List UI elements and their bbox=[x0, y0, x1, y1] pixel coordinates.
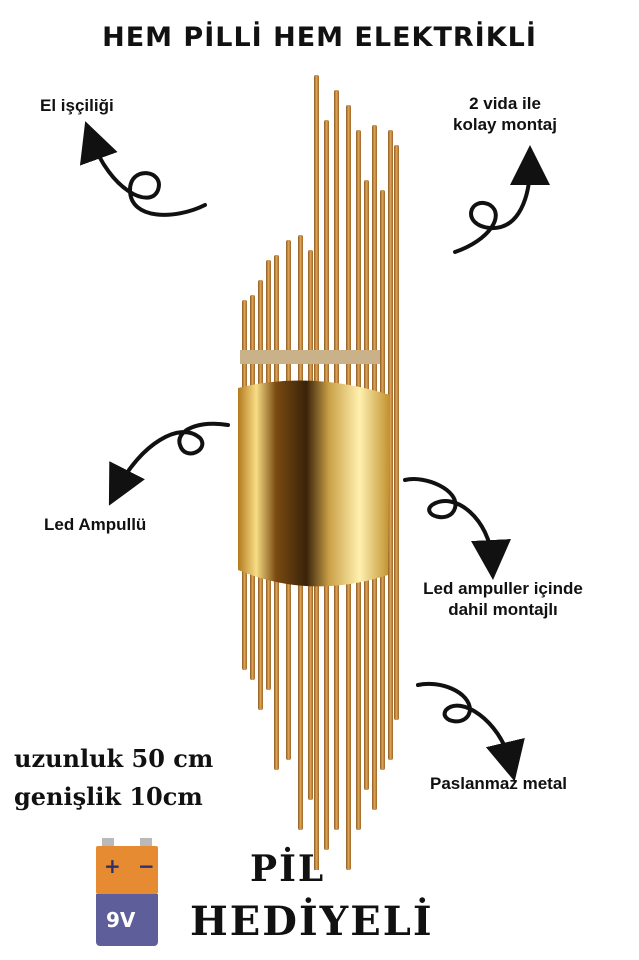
arrow-mounting-icon bbox=[453, 145, 550, 254]
battery-top bbox=[96, 846, 158, 894]
lamp-backplate bbox=[240, 350, 380, 364]
promo-line1: PİL bbox=[250, 848, 326, 890]
arrow-led-bulb-icon bbox=[108, 421, 230, 506]
battery-9v-icon: + − 9V bbox=[96, 838, 158, 946]
arrow-handmade-icon bbox=[79, 121, 207, 217]
dimensions: uzunluk 50 cm genişlik 10cm bbox=[14, 740, 213, 816]
lamp-rod bbox=[394, 145, 399, 720]
headline: HEM PİLLİ HEM ELEKTRİKLİ bbox=[102, 22, 537, 53]
battery-terminal-minus bbox=[140, 838, 152, 847]
lamp-rod bbox=[388, 130, 393, 760]
label-mounting-line2: kolay montaj bbox=[453, 115, 557, 134]
battery-terminal-plus bbox=[102, 838, 114, 847]
battery-plus-sign: + bbox=[104, 854, 121, 878]
promo-line2: HEDİYELİ bbox=[190, 898, 434, 945]
dimension-length: uzunluk 50 cm bbox=[14, 744, 214, 773]
label-mounting-line1: 2 vida ile bbox=[469, 94, 541, 113]
label-led-included: Led ampuller içinde dahil montajlı bbox=[396, 578, 610, 620]
lamp-gold-band bbox=[238, 380, 390, 587]
battery-label: 9V bbox=[106, 908, 136, 932]
label-led-included-line2: dahil montajlı bbox=[448, 600, 558, 619]
label-led-bulb: Led Ampullü bbox=[44, 515, 147, 534]
battery-bottom bbox=[96, 894, 158, 946]
wall-lamp-illustration bbox=[238, 75, 399, 870]
label-mounting: 2 vida ile kolay montaj bbox=[440, 93, 570, 135]
label-stainless: Paslanmaz metal bbox=[430, 774, 568, 793]
arrow-stainless-icon bbox=[416, 681, 525, 782]
label-led-included-line1: Led ampuller içinde bbox=[423, 579, 583, 598]
battery-minus-sign: − bbox=[138, 854, 155, 878]
label-handmade: El işçiliği bbox=[40, 96, 114, 115]
arrow-led-included-icon bbox=[403, 477, 511, 580]
dimension-width: genişlik 10cm bbox=[14, 782, 203, 811]
